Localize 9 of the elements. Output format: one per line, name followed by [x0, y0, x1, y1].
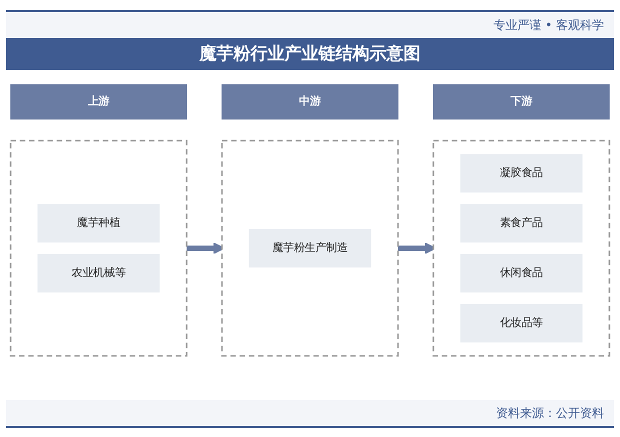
cluster: [221, 140, 399, 357]
cluster: [10, 140, 188, 357]
node-box: 上游: [10, 84, 188, 120]
diagram-title: 魔芋粉行业产业链结构示意图: [6, 38, 614, 70]
node-box: 中游: [222, 84, 398, 120]
source-note: 资料来源：公开资料: [496, 405, 604, 422]
node-box: 下游: [432, 84, 610, 120]
slogan-text: 专业严谨 • 客观科学: [493, 17, 604, 34]
cluster: [432, 140, 610, 357]
